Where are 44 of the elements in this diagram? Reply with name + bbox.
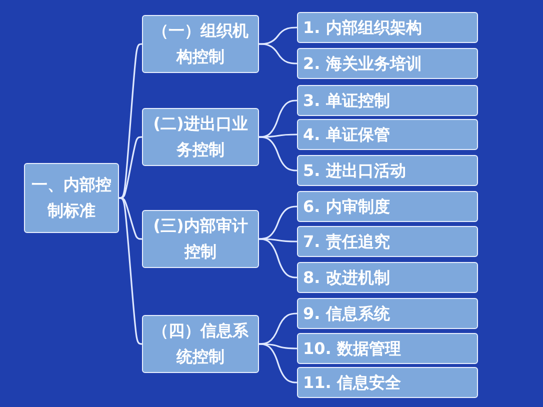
node-label: （四）信息系统控制: [152, 320, 250, 368]
item-box: [297, 155, 478, 186]
item-box: [297, 298, 478, 329]
item-box: [297, 48, 478, 79]
node-label: （一）组织机构控制: [152, 20, 250, 68]
item-box: [297, 367, 478, 398]
category-box: [142, 15, 259, 73]
category-box: [142, 315, 259, 373]
node-label: 4. 单证保管: [303, 124, 390, 146]
connector-line: [259, 26, 297, 45]
item-box: [297, 191, 478, 222]
node-label: 6. 内审制度: [303, 196, 390, 218]
connector-line: [259, 343, 297, 384]
category-box: [142, 210, 259, 268]
node-label: 11. 信息安全: [303, 372, 401, 394]
connector-line: [118, 43, 142, 199]
category-box: [142, 108, 259, 166]
node-label: 9. 信息系统: [303, 302, 390, 324]
item-box: [297, 226, 478, 257]
item-box: [297, 12, 478, 43]
item-box: [297, 262, 478, 293]
connector-line: [118, 197, 142, 345]
node-label: 2. 海关业务培训: [303, 52, 422, 74]
node-label: (二)进出口业务控制: [152, 113, 249, 161]
connector-line: [259, 136, 297, 172]
connector-line: [259, 238, 297, 242]
item-box: [297, 119, 478, 150]
connector-line: [259, 343, 297, 350]
connector-line: [259, 134, 297, 138]
item-box: [297, 333, 478, 364]
connector-line: [118, 136, 142, 199]
item-box: [297, 85, 478, 116]
node-label: 1. 内部组织架构: [303, 16, 422, 38]
node-label: 10. 数据管理: [303, 338, 401, 360]
node-label: 5. 进出口活动: [303, 160, 406, 182]
category-box: [24, 163, 119, 233]
node-label: (三)内部审计控制: [152, 215, 249, 263]
node-label: 一、内部控制标准: [31, 174, 112, 222]
node-label: 3. 单证控制: [303, 90, 390, 112]
connector-line: [259, 238, 297, 278]
node-label: 7. 责任追究: [303, 230, 390, 252]
connector-line: [118, 197, 142, 240]
node-label: 8. 改进机制: [303, 266, 390, 288]
connector-line: [259, 43, 297, 64]
